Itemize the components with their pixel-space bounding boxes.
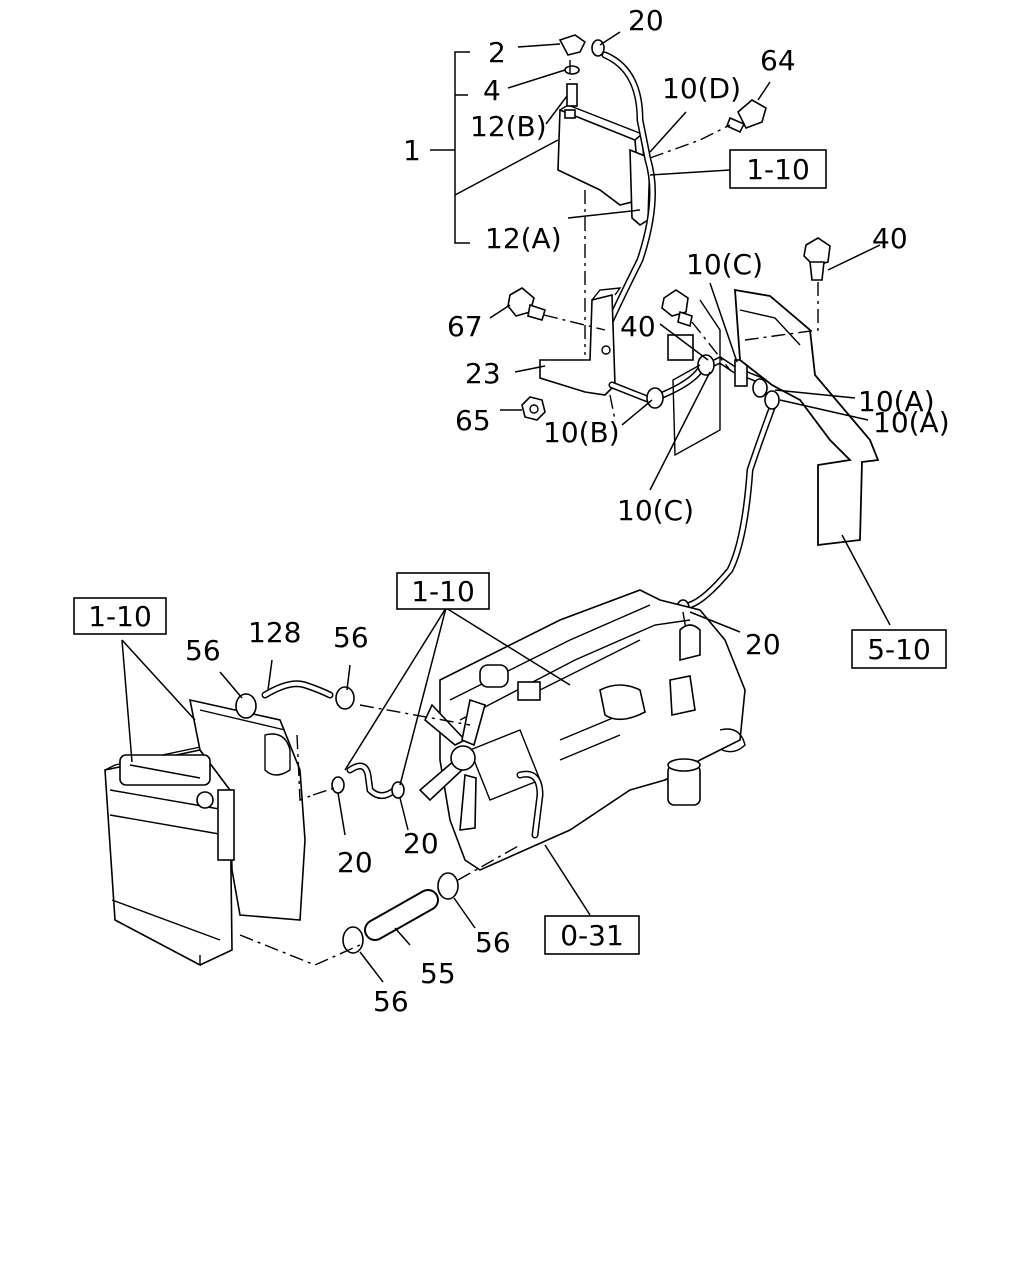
- ref-box-top[interactable]: 1-10: [729, 149, 827, 189]
- label-23: 23: [465, 357, 501, 390]
- label-1: 1: [403, 134, 421, 167]
- ref-box-5-10-label: 5-10: [867, 633, 931, 666]
- label-20-top: 20: [628, 4, 664, 37]
- ref-box-left[interactable]: 1-10: [73, 597, 167, 635]
- label-56-a: 56: [185, 634, 221, 667]
- ref-box-center[interactable]: 1-10: [396, 572, 490, 610]
- label-20-left: 20: [337, 846, 373, 879]
- hose-clamp-56-c: [437, 872, 459, 900]
- nut-65: [521, 396, 546, 421]
- label-12a: 12(A): [485, 222, 562, 255]
- label-10b: 10(B): [543, 416, 620, 449]
- leader-lines: [121, 31, 891, 983]
- label-10d: 10(D): [662, 72, 741, 105]
- callout-labels: 20 2 4 12(B) 1 64 10(D) 12(A) 40 10(C) 6…: [185, 4, 950, 1018]
- label-10a-2: 10(A): [873, 406, 950, 439]
- ref-box-5-10[interactable]: 5-10: [851, 629, 947, 669]
- reserve-tank: [557, 34, 651, 226]
- label-10c-top: 10(C): [686, 248, 763, 281]
- upper-hose-128: [261, 680, 334, 699]
- bolt-40-right: [803, 237, 831, 281]
- hose-clamp-56-d: [342, 926, 364, 954]
- label-40-right: 40: [872, 222, 908, 255]
- engine: [418, 589, 746, 871]
- label-10c-bot: 10(C): [617, 494, 694, 527]
- bracket-23: [539, 287, 622, 396]
- label-56-c: 56: [475, 926, 511, 959]
- alignment-lines: [239, 60, 819, 966]
- hose-clamp-20-left: [331, 776, 345, 794]
- radiator: [104, 698, 306, 967]
- label-67: 67: [447, 310, 483, 343]
- hose-clamp-56-a: [235, 693, 257, 719]
- label-12b: 12(B): [470, 110, 547, 143]
- label-56-b: 56: [333, 621, 369, 654]
- label-4: 4: [483, 74, 501, 107]
- ref-box-center-label: 1-10: [411, 575, 475, 608]
- chassis-frame: [667, 288, 880, 547]
- label-2: 2: [488, 36, 506, 69]
- label-128: 128: [248, 616, 301, 649]
- ref-box-left-label: 1-10: [88, 600, 152, 633]
- label-10a-1: 10(A): [858, 385, 935, 418]
- bypass-hose: [346, 762, 396, 799]
- lower-hose-55: [364, 889, 439, 941]
- hose-clamp-56-b: [335, 686, 355, 710]
- label-56-d: 56: [373, 985, 409, 1018]
- label-40-mid: 40: [620, 310, 656, 343]
- fitting-64: [725, 99, 767, 134]
- coolant-pipe-10: [608, 354, 780, 617]
- label-20-mid: 20: [745, 628, 781, 661]
- label-55: 55: [420, 957, 456, 990]
- label-20-center: 20: [403, 827, 439, 860]
- ref-box-top-label: 1-10: [746, 153, 810, 186]
- bolt-67: [507, 287, 546, 321]
- label-64: 64: [760, 44, 796, 77]
- ref-box-0-31[interactable]: 0-31: [544, 915, 640, 955]
- overflow-hose: [596, 51, 656, 349]
- ref-box-0-31-label: 0-31: [560, 919, 624, 952]
- bolt-40-mid: [661, 289, 693, 328]
- label-65: 65: [455, 404, 491, 437]
- hose-clamp-20-center: [391, 781, 405, 799]
